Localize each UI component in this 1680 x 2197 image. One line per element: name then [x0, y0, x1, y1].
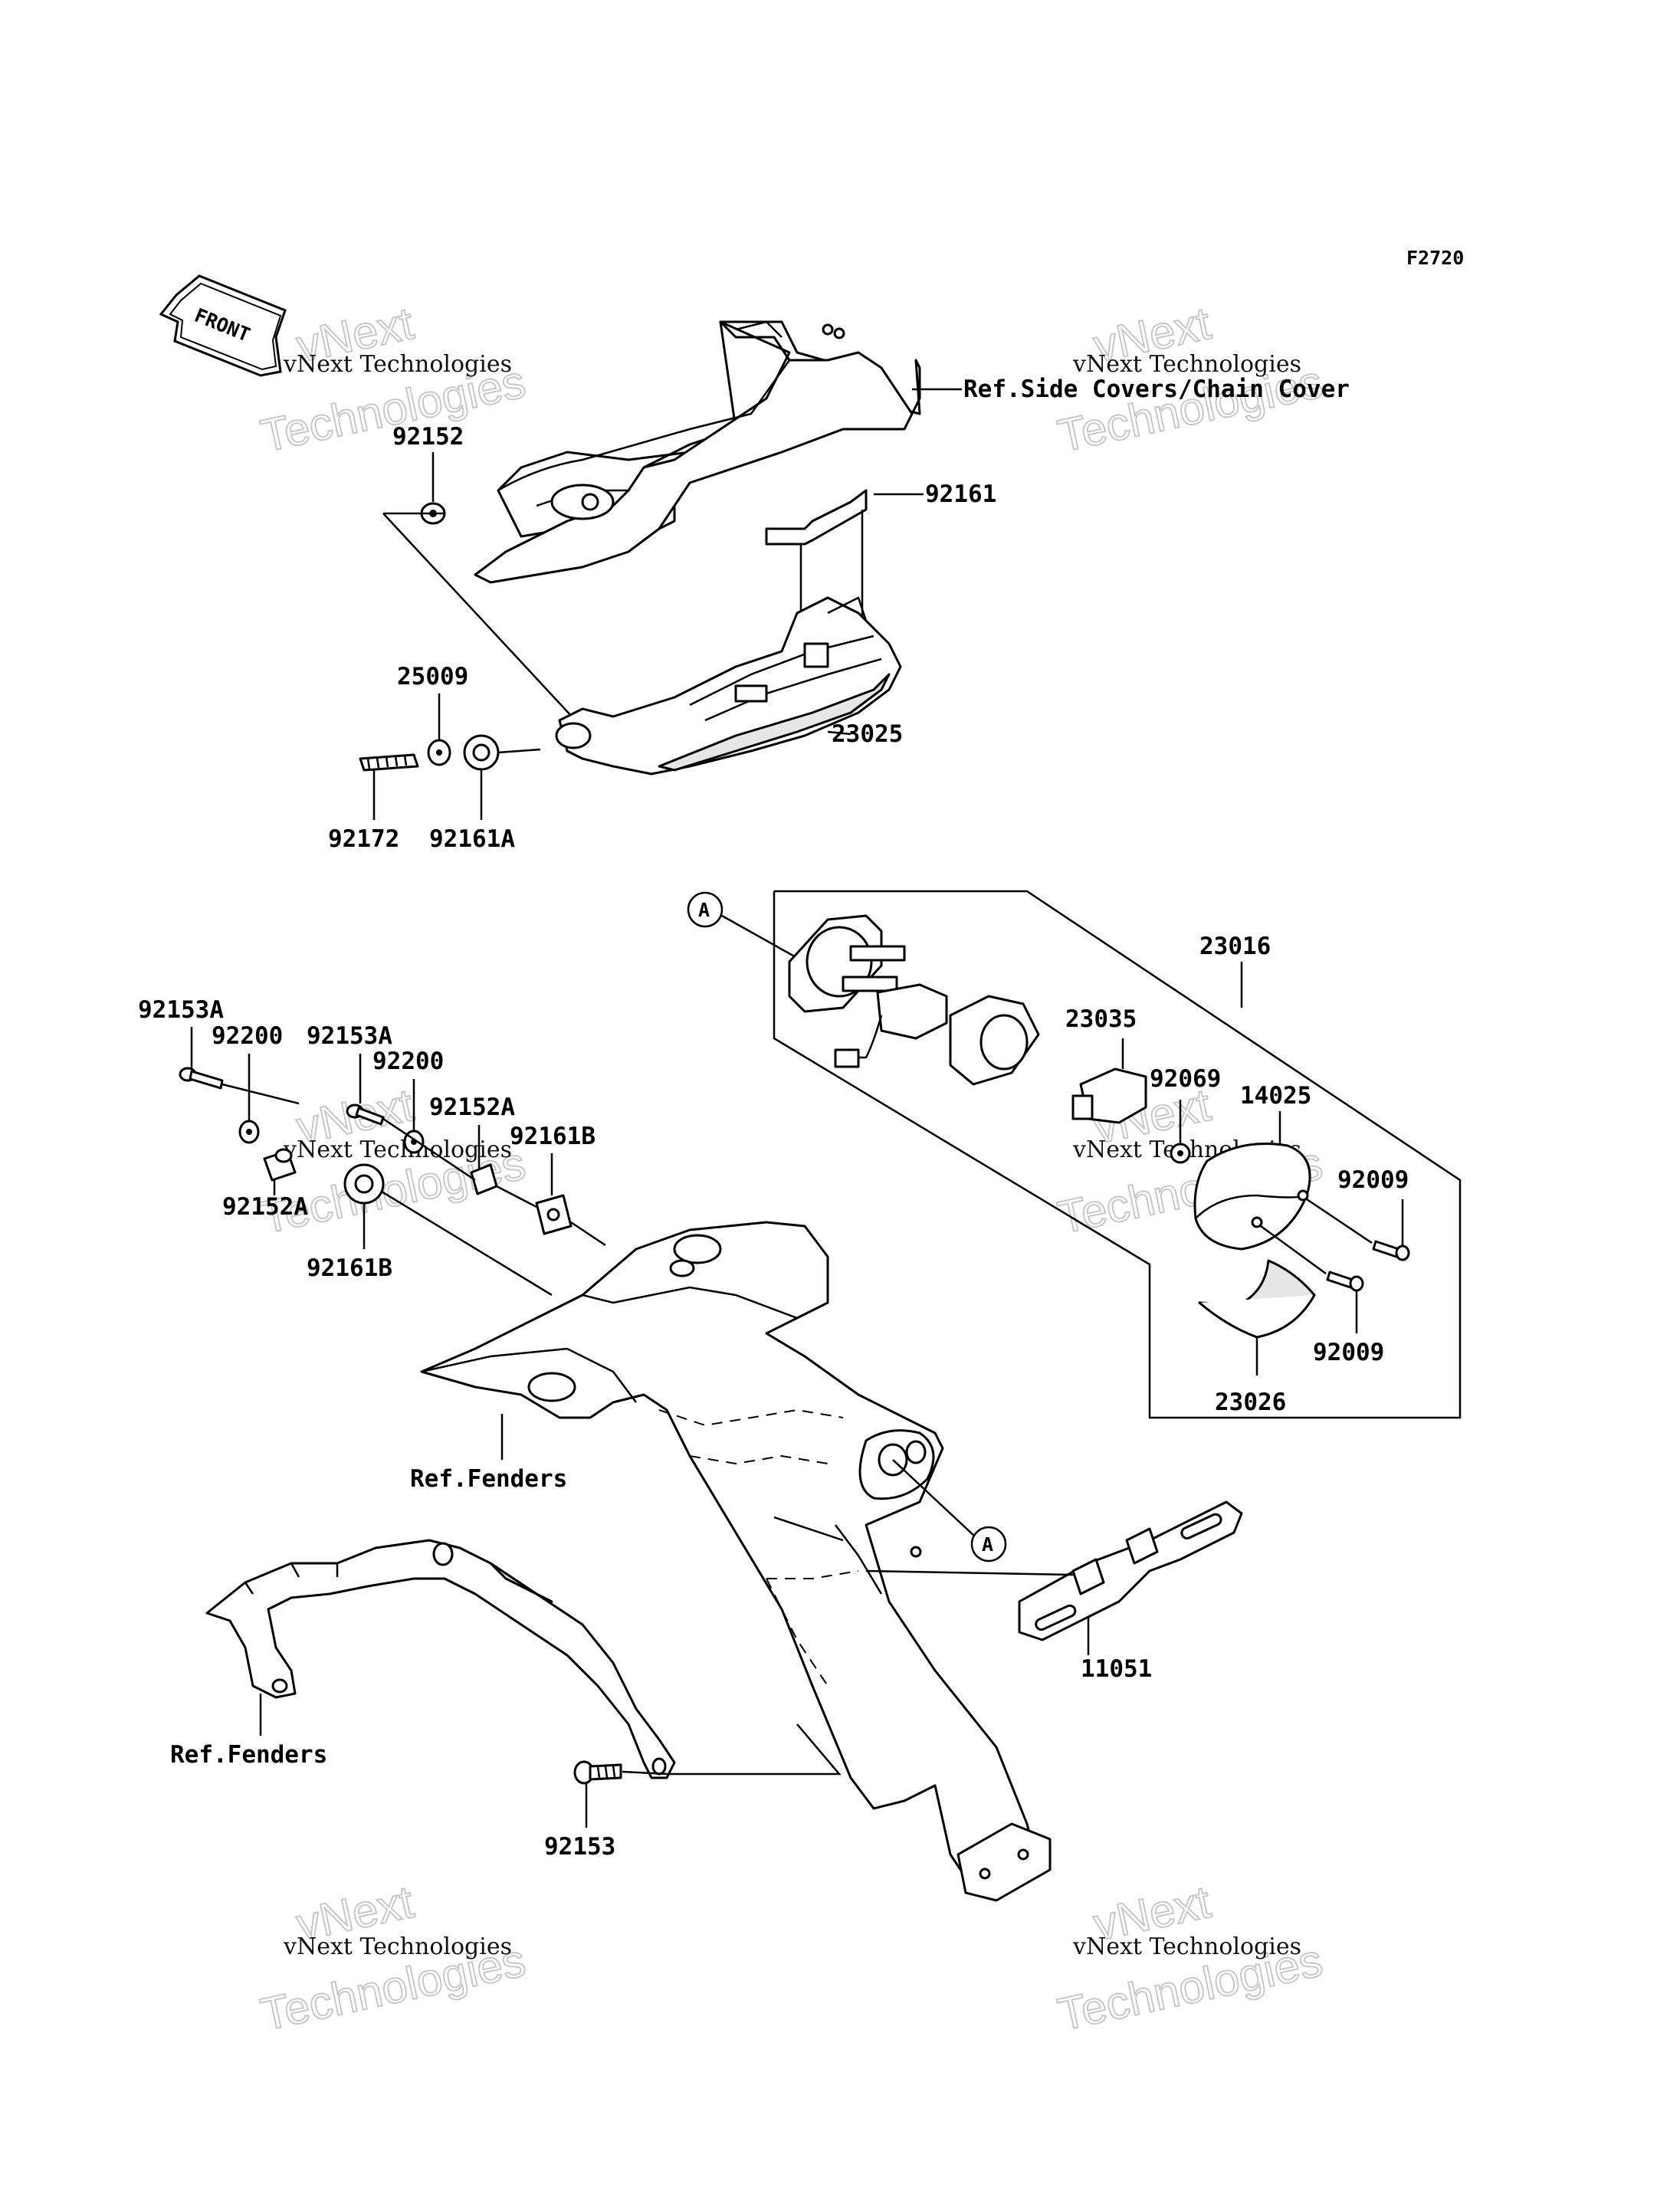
guide-92153 — [622, 1723, 842, 1776]
label-92200-mid: 92200 — [372, 1048, 444, 1075]
label-11051: 11051 — [1081, 1655, 1152, 1683]
label-92161B-bottom: 92161B — [307, 1254, 392, 1282]
watermark-caption-mid-left: vNext Technologies — [283, 1136, 512, 1163]
label-92152: 92152 — [392, 423, 464, 451]
part-14025 — [1193, 1143, 1311, 1251]
rear-fender — [420, 1221, 1052, 1902]
watermark-caption-top-right: vNext Technologies — [1072, 351, 1301, 378]
leader-cowl-housing — [382, 513, 583, 729]
part-25009 — [427, 739, 451, 766]
guide-fastener-a — [221, 1083, 300, 1105]
bulb-socket-assembly — [788, 914, 1040, 1086]
part-11051 — [1018, 1500, 1243, 1641]
label-92153A-mid: 92153A — [307, 1022, 392, 1050]
leader-92009-bottom-guide — [1260, 1225, 1327, 1275]
part-92200-left — [238, 1120, 260, 1144]
label-23016: 23016 — [1199, 933, 1271, 960]
label-23035: 23035 — [1065, 1005, 1137, 1033]
ref-side-covers-label: Ref.Side Covers/Chain Cover — [963, 375, 1350, 403]
leader-92009-top-guide — [1306, 1198, 1373, 1244]
seat-cowl — [474, 320, 921, 584]
part-92009-bottom — [1326, 1271, 1364, 1292]
watermark-caption-top-left: vNext Technologies — [283, 351, 512, 378]
part-92069 — [1170, 1143, 1191, 1164]
label-92161B-top: 92161B — [510, 1123, 596, 1150]
part-23026 — [1198, 1259, 1316, 1339]
callout-a-bottom: A — [970, 1526, 1007, 1562]
part-92161B-bottom — [343, 1163, 385, 1205]
watermark-caption-bottom-right: vNext Technologies — [1072, 1933, 1301, 1960]
label-92200-left: 92200 — [212, 1022, 283, 1050]
part-23025 — [555, 596, 902, 776]
guide-fastener-d — [570, 1221, 606, 1247]
part-92172 — [359, 753, 419, 772]
label-92172: 92172 — [328, 825, 399, 853]
part-92153A-mid — [346, 1103, 385, 1126]
part-23035 — [1071, 1067, 1147, 1124]
label-23026: 23026 — [1215, 1389, 1286, 1416]
label-23025: 23025 — [832, 720, 903, 748]
leader-92161A-right — [497, 748, 541, 754]
callout-a-bottom-letter: A — [982, 1533, 993, 1556]
label-92009-bottom: 92009 — [1313, 1339, 1384, 1366]
label-92161A: 92161A — [429, 825, 515, 853]
guide-11051 — [865, 1569, 1074, 1576]
part-92161B-top — [535, 1194, 573, 1235]
callout-a-top: A — [687, 891, 724, 928]
leader-callout-a-top — [721, 914, 798, 959]
watermark-caption-bottom-left: vNext Technologies — [283, 1933, 512, 1960]
part-92009-top — [1372, 1240, 1410, 1261]
label-25009: 25009 — [397, 663, 468, 690]
part-92152A-bottom — [263, 1148, 297, 1182]
part-92161A — [463, 734, 500, 771]
leader-callout-a-bottom — [892, 1459, 976, 1537]
front-arrow-icon: FRONT — [159, 274, 287, 377]
callout-a-top-letter: A — [698, 899, 710, 921]
lower-fender-bracket — [205, 1539, 676, 1779]
part-92161 — [765, 489, 868, 546]
label-92152A-bottom: 92152A — [222, 1193, 308, 1221]
guide-fastener-c — [496, 1185, 537, 1208]
label-92152A-top: 92152A — [429, 1094, 515, 1121]
label-92153A-left: 92153A — [138, 996, 224, 1024]
label-92069: 92069 — [1150, 1065, 1221, 1093]
figure-code: F2720 — [1406, 247, 1464, 269]
label-92009-top: 92009 — [1337, 1166, 1409, 1194]
label-14025: 14025 — [1240, 1082, 1311, 1110]
guide-fastener-e — [381, 1190, 553, 1297]
part-92153 — [573, 1760, 622, 1785]
label-92161: 92161 — [925, 480, 996, 508]
assembly-frame-23016 — [773, 890, 1462, 1419]
label-92153: 92153 — [544, 1833, 615, 1861]
ref-fenders-mid-label: Ref.Fenders — [410, 1465, 567, 1493]
guide-fastener-b — [382, 1117, 476, 1182]
part-92153A-left — [179, 1067, 224, 1090]
leader-23025 — [827, 730, 851, 736]
ref-fenders-low-label: Ref.Fenders — [170, 1741, 327, 1769]
